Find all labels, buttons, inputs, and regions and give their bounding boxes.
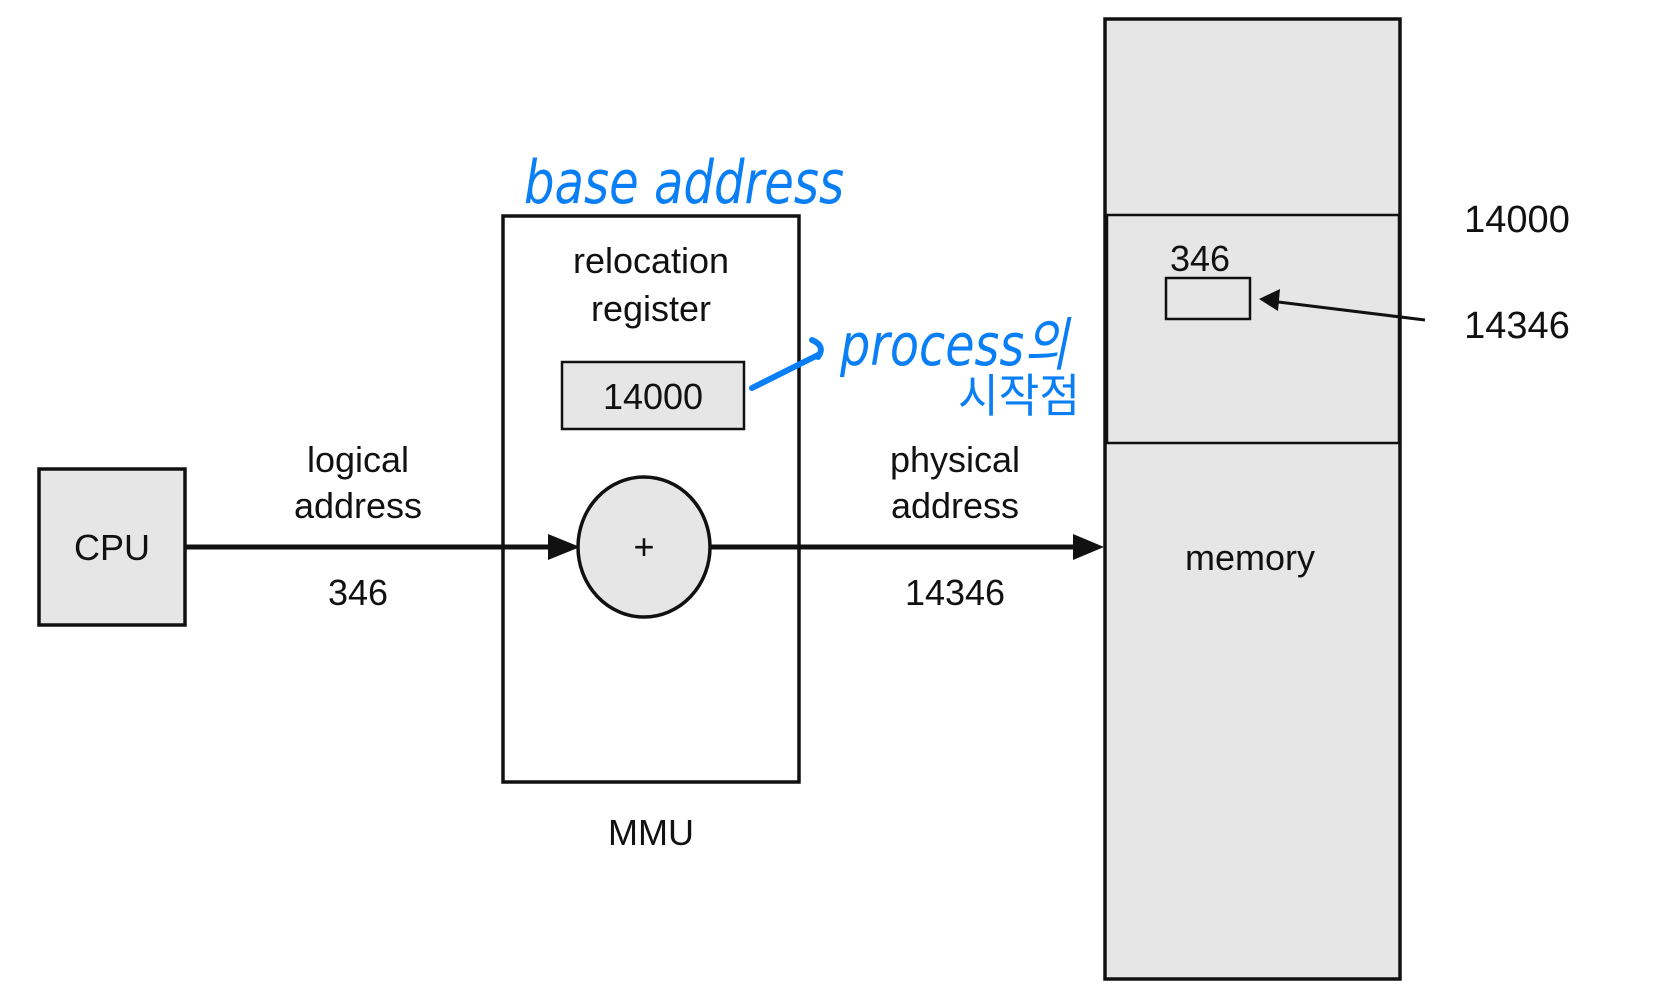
base-address-note: base address — [524, 148, 844, 218]
mmu-block: relocation register 14000 MMU — [501, 214, 801, 853]
memory-target-cell — [1164, 276, 1252, 321]
logical-arrowhead-icon — [548, 534, 580, 560]
memory-box — [1103, 17, 1402, 981]
annotation-arrow-line — [749, 352, 821, 391]
annotation-arrow-hook-icon — [809, 337, 824, 360]
process-start-note-line1: process의 — [839, 311, 1072, 379]
base-address-value: 14000 — [1464, 199, 1570, 241]
target-address-value: 14346 — [1464, 305, 1570, 347]
memory-offset-label: 346 — [1170, 238, 1230, 279]
logical-address-group: logical address 346 — [294, 439, 422, 613]
relocation-register-label-line2: register — [591, 288, 711, 329]
memory-pointer-line — [1269, 299, 1426, 322]
memory-label: memory — [1185, 537, 1315, 578]
cpu-block: CPU — [37, 467, 187, 627]
mmu-label: MMU — [608, 812, 694, 853]
relocation-register-box — [560, 360, 746, 431]
adder-plus-icon: + — [633, 526, 654, 567]
process-region — [1105, 213, 1401, 445]
physical-arrowhead-icon — [1073, 534, 1104, 560]
physical-address-label-line2: address — [891, 485, 1019, 526]
logical-address-label-line1: logical — [307, 439, 409, 480]
memory-pointer-arrowhead-icon — [1259, 289, 1280, 311]
adder: + — [576, 475, 712, 619]
cpu-label: CPU — [74, 527, 150, 568]
cpu-box — [37, 467, 187, 627]
relocation-register-label-line1: relocation — [573, 240, 729, 281]
annotation-base-address: base address — [524, 148, 844, 218]
physical-address-group: physical address 14346 — [890, 439, 1020, 613]
process-start-note-line2: 시작점 — [958, 369, 1080, 423]
physical-address-label-line1: physical — [890, 439, 1020, 480]
relocation-register-value: 14000 — [603, 376, 703, 417]
logical-address-value: 346 — [328, 572, 388, 613]
memory-block: 346 memory — [1103, 17, 1402, 981]
annotation-process-start: process의 시작점 — [749, 311, 1080, 423]
logical-address-label-line2: address — [294, 485, 422, 526]
physical-address-value: 14346 — [905, 572, 1005, 613]
